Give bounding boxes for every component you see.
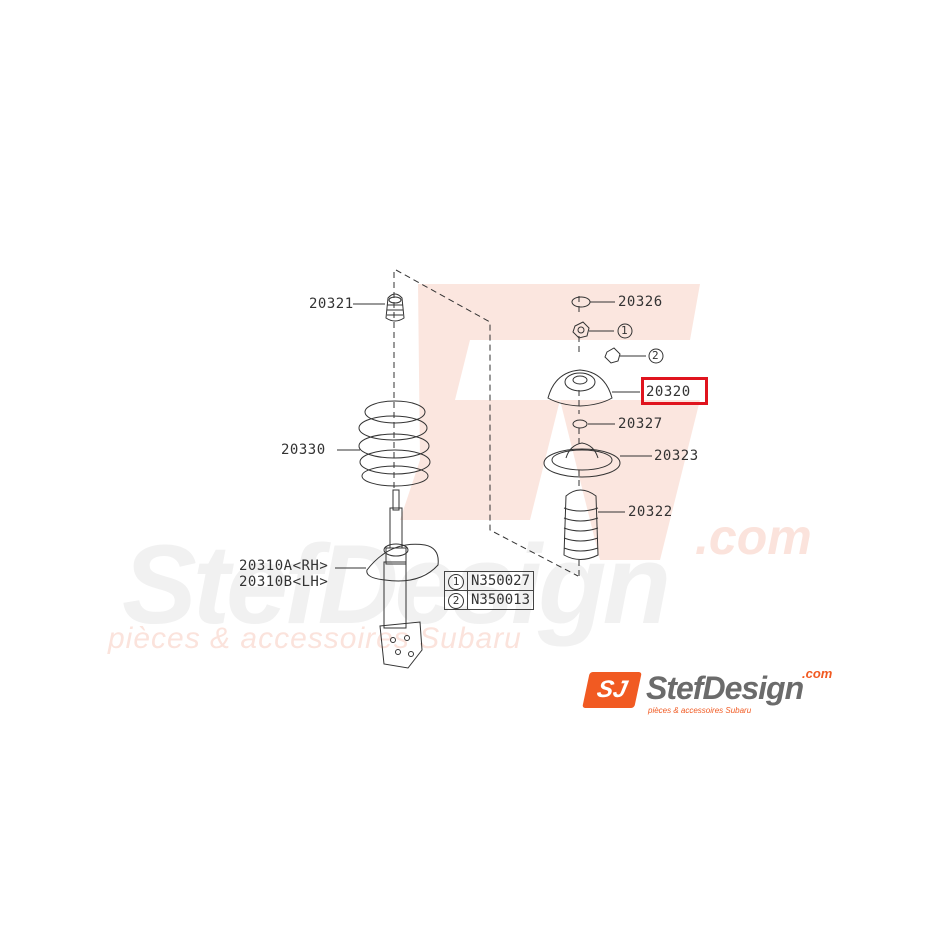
part-label-20310a-rh[interactable]: 20310A<RH> [239, 558, 329, 574]
logo-tagline: pièces & accessoires Subaru [648, 706, 752, 715]
callout-number: 1 [448, 573, 464, 590]
dust-boot-drawing [563, 489, 625, 560]
part-label-20322[interactable]: 20322 [628, 504, 673, 520]
part-number[interactable]: N350027 [466, 571, 535, 591]
table-row: 1 N350027 [444, 571, 535, 591]
stefdesign-logo: SJ StefDesign .com pièces & accessoires … [582, 666, 846, 718]
table-row: 2 N350013 [444, 590, 535, 610]
callout-number: 2 [448, 592, 464, 609]
callout-1: 1 [621, 324, 629, 337]
logo-tld: .com [802, 666, 833, 681]
part-number[interactable]: N350013 [466, 590, 535, 610]
coil-spring-drawing [337, 400, 431, 487]
sj-logo-mark: SJ [582, 672, 642, 708]
washer-drawing [572, 419, 615, 429]
dashed-assembly-frame [393, 269, 580, 578]
part-label-20310b-lh[interactable]: 20310B<LH> [239, 574, 329, 590]
part-label-20321[interactable]: 20321 [309, 296, 354, 312]
nut-1-drawing [572, 321, 633, 339]
part-label-20326[interactable]: 20326 [618, 294, 663, 310]
strut-drawing [335, 489, 439, 669]
strut-mount-drawing [547, 369, 640, 407]
highlight-box-20320 [641, 377, 708, 405]
logo-brand: StefDesign [646, 670, 804, 706]
bump-stop-drawing [353, 293, 405, 322]
spring-seat-drawing [543, 442, 652, 478]
part-label-20327[interactable]: 20327 [618, 416, 663, 432]
watermark-tagline: pièces & accessoires Subaru [108, 622, 522, 655]
part-label-20320[interactable]: 20320 [646, 384, 691, 400]
watermark-brand: StefDesign [122, 522, 671, 647]
part-label-20323[interactable]: 20323 [654, 448, 699, 464]
part-label-20330[interactable]: 20330 [281, 442, 326, 458]
cap-drawing [571, 296, 615, 308]
callout-2: 2 [652, 349, 660, 362]
nut-2-drawing [604, 347, 664, 364]
watermark-tld: .com [695, 509, 812, 565]
fastener-legend-table: 1 N350027 2 N350013 [444, 571, 535, 610]
